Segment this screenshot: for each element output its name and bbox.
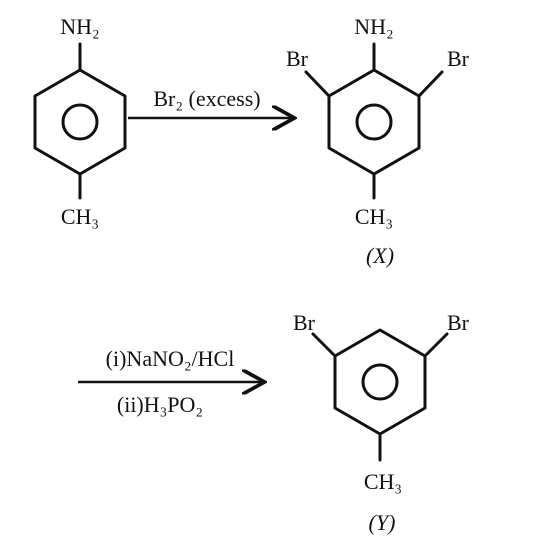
- product-y-right-br-label: Br: [447, 310, 470, 335]
- reactant-amino-label: NH₂: [60, 14, 99, 39]
- product-x-methyl-label: CH₃: [355, 204, 393, 229]
- product-x-molecule: NH₂ Br Br CH₃ (X): [286, 14, 470, 268]
- product-y-left-br-label: Br: [293, 310, 316, 335]
- product-x-right-br-label: Br: [447, 46, 470, 71]
- step2-reagent-top-label: (i)NaNO₂/HCl: [106, 346, 235, 371]
- reactant-methyl-label: CH₃: [61, 204, 99, 229]
- product-x-amino-label: NH₂: [354, 14, 393, 39]
- product-y-benzene-ring: [333, 328, 427, 436]
- product-y-aromatic-circle: [361, 363, 399, 401]
- product-x-left-br-label: Br: [286, 46, 309, 71]
- step2-reagent-bottom-label: (ii)H₃PO₂: [117, 392, 203, 417]
- step2-arrow-group: (i)NaNO₂/HCl (ii)H₃PO₂: [78, 346, 262, 417]
- product-x-id-label: (X): [366, 243, 394, 268]
- step1-reagent-label: Br₂ (excess): [153, 86, 260, 111]
- product-x-aromatic-circle: [355, 103, 393, 141]
- product-y-methyl-label: CH₃: [364, 469, 402, 494]
- reactant-benzene-ring: [33, 68, 127, 176]
- reactant-aromatic-circle: [61, 103, 99, 141]
- product-y-molecule: Br Br CH₃ (Y): [293, 310, 470, 535]
- product-x-benzene-ring: [327, 68, 421, 176]
- product-y-id-label: (Y): [369, 510, 396, 535]
- step1-arrow-group: Br₂ (excess): [128, 86, 292, 118]
- reactant-molecule: NH₂ CH₃: [33, 14, 127, 229]
